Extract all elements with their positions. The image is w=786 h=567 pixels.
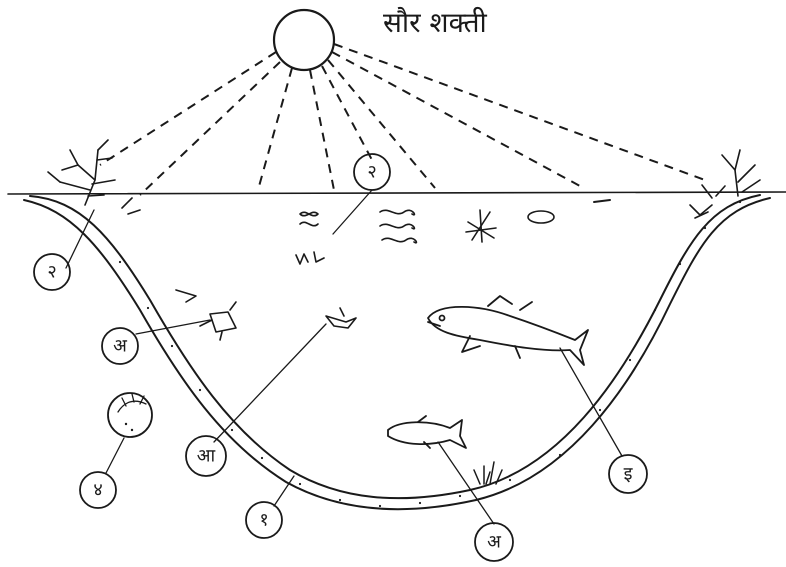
label-text: अ	[487, 532, 502, 553]
sun-ray	[322, 66, 372, 160]
leader-line-small-fish	[214, 324, 326, 442]
label-text: ४	[93, 480, 102, 501]
label-text: २	[47, 262, 56, 283]
decomposer-dot	[131, 429, 133, 431]
label-text: १	[259, 510, 268, 531]
decomposer-bubble	[108, 393, 152, 437]
label-plankton-top: २	[354, 154, 390, 190]
phytoplankton-icon	[296, 210, 416, 264]
bottom-weed-icon	[474, 462, 502, 484]
label-bottom: १	[246, 502, 282, 538]
leader-line-decomposer	[106, 438, 124, 473]
diagram-title: सौर शक्ती	[383, 6, 488, 39]
sun-ray	[334, 44, 705, 180]
sun-icon	[274, 10, 334, 70]
label-text: इ	[624, 464, 634, 485]
floating-organism-icon	[594, 200, 610, 202]
decomposer-dot	[125, 423, 127, 425]
aquatic-insect-icon	[176, 290, 236, 340]
sun-ray	[310, 70, 334, 190]
sun-ray	[140, 62, 280, 195]
bottom-fish-icon	[388, 416, 466, 448]
label-big-fish: इ	[609, 455, 647, 493]
label-decomposer: ४	[80, 472, 116, 508]
label-text: २	[367, 162, 376, 183]
label-plankton-left: २	[34, 254, 70, 290]
label-small-fish: आ	[186, 436, 226, 476]
decomposer-circle-icon	[108, 393, 152, 437]
label-consumer-left: अ	[102, 328, 138, 364]
pond-bottom-sediment	[24, 195, 770, 509]
zooplankton-icon	[466, 210, 496, 242]
small-fish-icon	[326, 308, 356, 328]
protozoa-icon	[528, 211, 554, 223]
sun-rays	[100, 44, 705, 195]
label-consumer-bottom: अ	[475, 523, 513, 561]
label-text: आ	[197, 446, 216, 467]
label-text: अ	[113, 336, 128, 357]
sun-ray	[258, 68, 292, 190]
leader-line-plankton-top	[333, 190, 372, 234]
sun-ray	[100, 52, 276, 165]
water-surface-line	[8, 192, 786, 194]
leader-lines	[66, 190, 622, 524]
